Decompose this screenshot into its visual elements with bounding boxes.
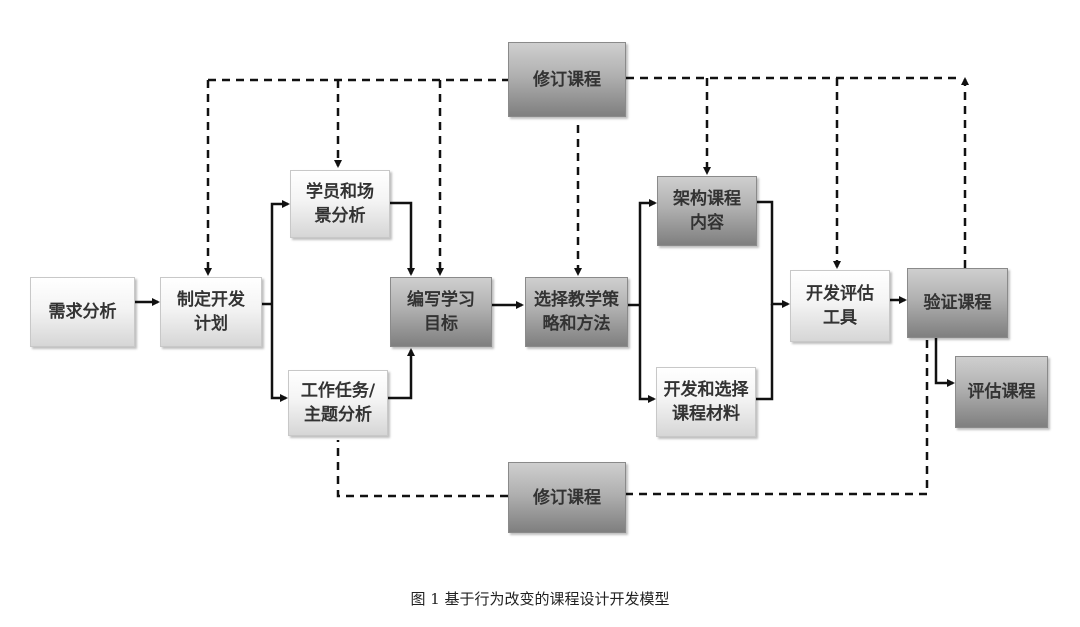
node-learner: 学员和场景分析 — [290, 170, 390, 238]
node-plan-label: 制定开发计划 — [177, 290, 245, 334]
edge-plan-learner — [270, 200, 290, 304]
node-plan: 制定开发计划 — [160, 277, 262, 347]
edge-plan-task — [270, 304, 288, 402]
node-revise-bottom: 修订课程 — [508, 462, 626, 533]
node-learner-label: 学员和场景分析 — [306, 182, 374, 226]
node-strategy-label: 选择教学策略和方法 — [534, 290, 619, 334]
node-objectives: 编写学习目标 — [390, 277, 492, 347]
node-evaluate-label: 评估课程 — [967, 382, 1036, 402]
node-structure-label: 架构课程内容 — [673, 189, 741, 233]
edge-strategy-materials — [638, 305, 656, 403]
node-task-label: 工作任务/主题分析 — [300, 381, 376, 425]
edge-validate-evaluate — [934, 338, 955, 387]
node-needs-label: 需求分析 — [48, 302, 117, 322]
edge-structure-evaltools — [757, 200, 790, 308]
node-materials: 开发和选择课程材料 — [656, 367, 756, 437]
edge-task-objectives — [388, 348, 415, 400]
node-evaluate: 评估课程 — [955, 356, 1048, 428]
edge-strategy-structure — [638, 199, 657, 305]
node-validate: 验证课程 — [907, 268, 1008, 338]
node-validate-label: 验证课程 — [923, 293, 992, 313]
figure-caption: 图 1 基于行为改变的课程设计开发模型 — [410, 590, 670, 608]
node-evaltools: 开发评估工具 — [790, 270, 890, 342]
edge-validate-revise-bottom — [626, 340, 929, 496]
edge-learner-objectives — [390, 201, 415, 276]
edge-materials-evaltools — [756, 304, 774, 401]
node-revise-top: 修订课程 — [508, 42, 626, 117]
node-evaltools-label: 开发评估工具 — [806, 284, 874, 328]
node-strategy: 选择教学策略和方法 — [525, 277, 628, 347]
node-materials-label: 开发和选择课程材料 — [663, 380, 749, 424]
node-revise-top-label: 修订课程 — [533, 69, 601, 90]
edge-revise-bottom-task — [336, 440, 508, 498]
node-task: 工作任务/主题分析 — [288, 370, 388, 436]
node-objectives-label: 编写学习目标 — [407, 290, 475, 334]
node-needs: 需求分析 — [30, 277, 135, 347]
node-revise-bottom-label: 修订课程 — [533, 487, 601, 508]
edges-layer — [135, 76, 969, 498]
node-structure: 架构课程内容 — [657, 176, 757, 246]
